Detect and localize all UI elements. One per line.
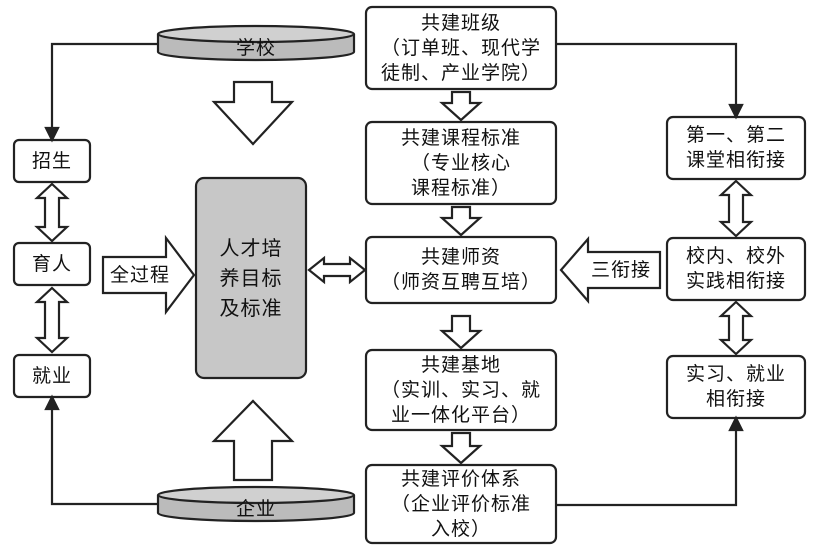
curriculum-box bbox=[364, 120, 558, 206]
middle-down-arrow-4 bbox=[439, 431, 483, 465]
classroom-box-label: 第一、第二 课堂相衔接 bbox=[685, 124, 786, 171]
base-box bbox=[364, 348, 558, 432]
full-process-arrow bbox=[101, 234, 196, 316]
center-box bbox=[194, 176, 308, 380]
practice-box-label: 校内、校外 实践相衔接 bbox=[685, 245, 786, 292]
evaluation-box-label: 共建评价体系 （企业评价标准 入校） bbox=[390, 467, 531, 540]
base-box-label: 共建基地 （实训、实习、就 业一体化平台） bbox=[380, 353, 541, 426]
recruit-educate-double-arrow bbox=[34, 182, 70, 243]
school-down-arrow bbox=[211, 80, 295, 146]
school-to-recruit-line bbox=[44, 42, 158, 143]
practice-internship-double-arrow bbox=[718, 300, 754, 356]
three-links-arrow bbox=[559, 236, 662, 304]
class-box-label: 共建班级 （订单班、现代学 徒制、产业学院） bbox=[380, 11, 541, 84]
full-process-label: 全过程 bbox=[109, 263, 170, 286]
enterprise-cylinder bbox=[156, 485, 356, 523]
employ-label: 就业 bbox=[31, 364, 72, 387]
school-label: 学校 bbox=[235, 36, 276, 59]
recruit-label: 招生 bbox=[31, 149, 72, 172]
evaluation-to-internship-line bbox=[556, 415, 744, 507]
educate-box bbox=[12, 241, 92, 287]
classroom-practice-double-arrow bbox=[718, 179, 754, 238]
educate-employ-double-arrow bbox=[34, 286, 70, 354]
enterprise-label: 企业 bbox=[235, 497, 276, 520]
curriculum-box-label: 共建课程标准 （专业核心 课程标准） bbox=[400, 126, 521, 199]
class-box bbox=[364, 5, 558, 91]
middle-down-arrow-2 bbox=[439, 205, 483, 237]
educate-label: 育人 bbox=[31, 252, 72, 275]
enterprise-up-arrow bbox=[211, 399, 295, 482]
middle-down-arrow-1 bbox=[439, 90, 483, 122]
center-faculty-double-arrow bbox=[307, 255, 367, 285]
enterprise-to-employ-line bbox=[44, 394, 158, 506]
internship-box-label: 实习、就业 相衔接 bbox=[685, 363, 786, 410]
practice-box bbox=[665, 236, 807, 302]
three-links-label: 三衔接 bbox=[590, 258, 651, 281]
class-to-classroom-line bbox=[556, 42, 744, 120]
faculty-box-label: 共建师资 （师资互聘互培） bbox=[380, 246, 541, 293]
school-cylinder bbox=[156, 24, 356, 62]
talent-goal-label: 人才培 养目标 及标准 bbox=[219, 236, 283, 320]
middle-down-arrow-3 bbox=[439, 314, 483, 350]
